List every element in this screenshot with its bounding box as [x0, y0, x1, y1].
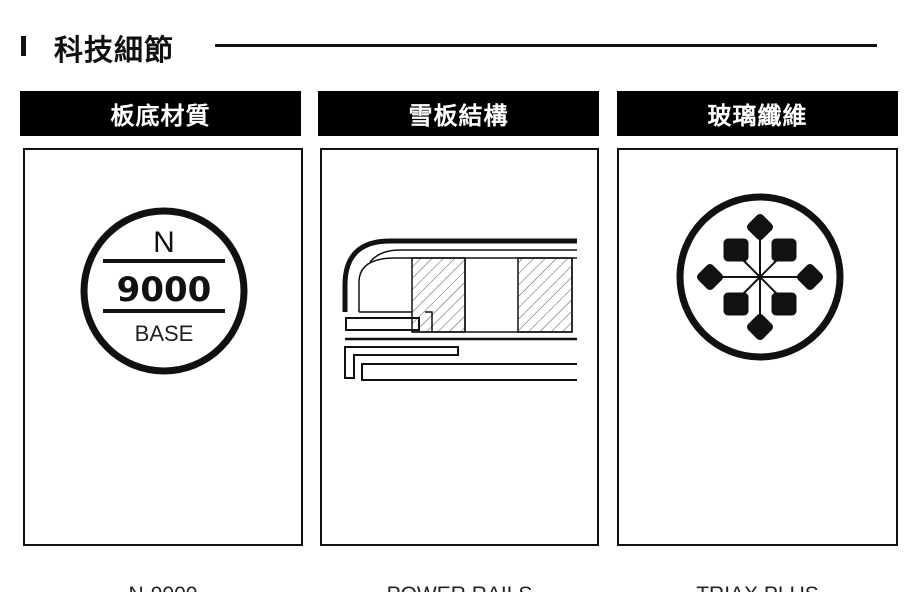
- header-base-material: 板底材質: [20, 91, 301, 136]
- n9000-base-logo-icon: N 9000 BASE: [80, 207, 248, 375]
- logo-number-text: 9000: [117, 270, 212, 310]
- card-power-rails: POWER RAILS: [320, 148, 599, 592]
- title-divider: [215, 44, 877, 47]
- section-title: 科技細節: [54, 33, 175, 67]
- triax-plus-logo-icon: [676, 193, 844, 361]
- header-board-structure: 雪板結構: [318, 91, 599, 136]
- power-rails-diagram-icon: [342, 238, 577, 381]
- card-label: N-9000: [25, 583, 301, 592]
- card-triax-plus: TRIAX PLUS: [617, 148, 898, 592]
- card-n9000: N 9000 BASE N-9000: [23, 148, 303, 592]
- title-accent-bar: [21, 36, 26, 56]
- header-fiberglass: 玻璃纖維: [617, 91, 898, 136]
- logo-top-text: N: [153, 226, 175, 259]
- card-label: TRIAX PLUS: [619, 583, 896, 592]
- card-label: POWER RAILS: [322, 583, 597, 592]
- logo-bottom-text: BASE: [135, 321, 194, 346]
